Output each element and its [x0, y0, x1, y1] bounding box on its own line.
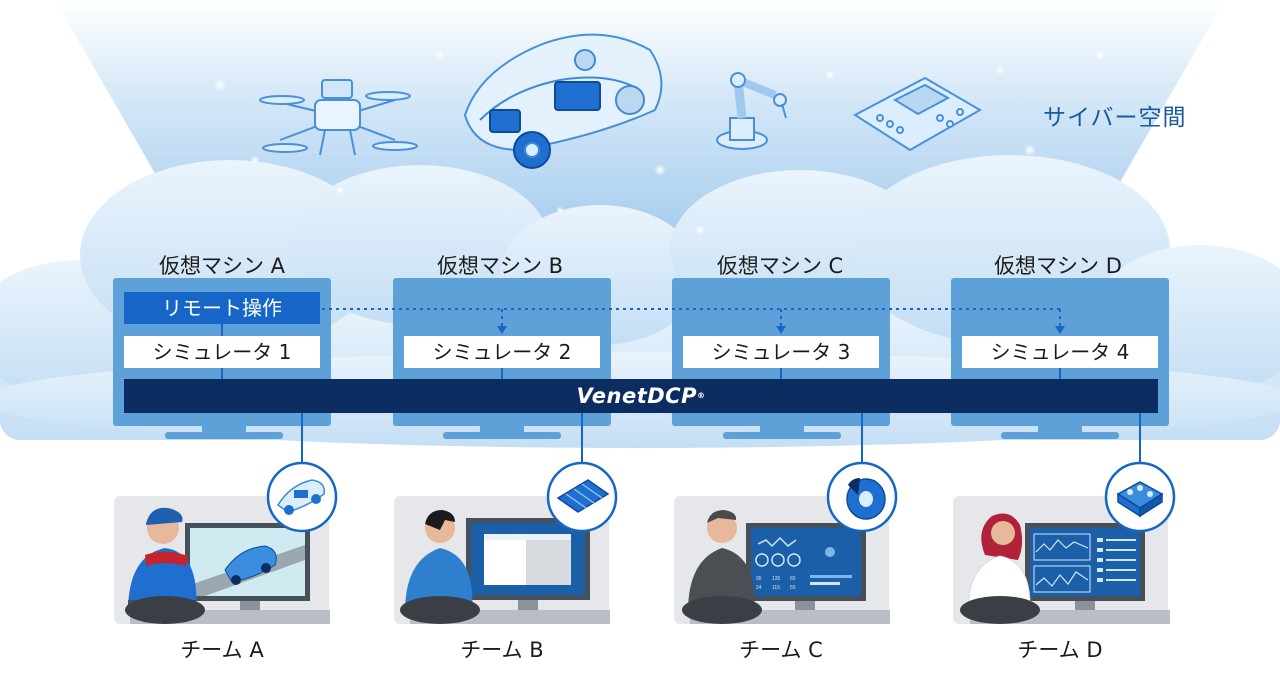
drone-icon [259, 79, 418, 156]
badge-brake-disc-icon [826, 461, 898, 533]
screen-car-icon [224, 545, 277, 585]
team-label-b: チーム B [460, 638, 544, 662]
dash-num-4: 24 [756, 585, 762, 591]
team-b-person [400, 510, 480, 624]
sparkles [214, 50, 1105, 235]
badge-battery-module-icon [546, 461, 618, 533]
dash-num-5: 115 [772, 585, 780, 591]
platform-bar: VenetDCP® [124, 379, 1158, 413]
circuit-board-icon [853, 76, 983, 152]
simulator-box-4: シミュレータ 4 [962, 336, 1158, 368]
car-chassis-icon [463, 33, 663, 169]
vm-label-c: 仮想マシン C [716, 254, 844, 278]
vm-label-a: 仮想マシン A [158, 254, 286, 278]
badge-engine-block-icon [1104, 461, 1176, 533]
simulator-box-3: シミュレータ 3 [683, 336, 879, 368]
remote-operation-box: リモート操作 [124, 292, 320, 324]
simulator-box-1: シミュレータ 1 [124, 336, 320, 368]
team-a-person [125, 507, 205, 624]
team-a-workstation [114, 496, 330, 624]
vm-label-b: 仮想マシン B [436, 254, 564, 278]
registered-mark: ® [696, 391, 706, 400]
dash-num-3: 65 [790, 576, 796, 582]
team-label-a: チーム A [180, 638, 264, 662]
monitor-stands [165, 424, 1119, 439]
team-d-workstation [953, 496, 1170, 624]
team-c-person [682, 510, 762, 624]
vm-label-d: 仮想マシン D [994, 254, 1122, 278]
dash-num-2: 135 [772, 576, 781, 582]
dash-num-1: 95 [756, 576, 762, 582]
team-label-c: チーム C [739, 638, 823, 662]
team-b-workstation [394, 496, 610, 624]
team-c-workstation: 95 135 65 24 115 55 [674, 496, 890, 624]
robot-arm-icon [716, 72, 787, 150]
team-d-person [960, 513, 1040, 624]
team-label-d: チーム D [1017, 638, 1103, 662]
cyber-space-label: サイバー空間 [1043, 105, 1187, 131]
dash-num-6: 55 [790, 585, 796, 591]
platform-label: VenetDCP [576, 384, 697, 408]
simulator-box-2: シミュレータ 2 [404, 336, 600, 368]
badge-car-icon [266, 461, 338, 533]
